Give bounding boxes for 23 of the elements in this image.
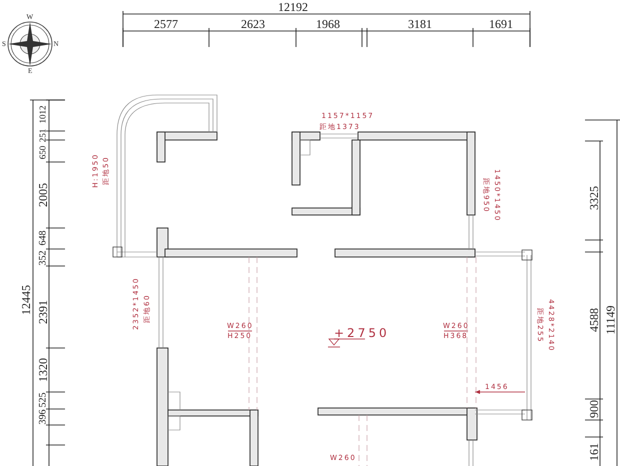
dimension-label: 525	[38, 392, 48, 408]
dimension-label: 1320	[37, 358, 49, 382]
dimension-label: 161	[588, 443, 600, 461]
dimension-label: 3325	[588, 186, 600, 210]
dimension-label: 2391	[37, 300, 49, 324]
dimension-label: 251	[38, 128, 48, 142]
elevation-label: +2750	[334, 327, 390, 339]
dimension-label: 4588	[588, 308, 600, 332]
dimension-label: 352	[38, 250, 48, 266]
dimension-label: 1691	[489, 18, 513, 30]
dimension-label: 900	[588, 400, 600, 418]
dimension-label: 2577	[154, 18, 178, 30]
dimension-label: 1968	[316, 18, 340, 30]
dimension-label: 12445	[20, 285, 32, 315]
dimension-label: 1012	[38, 105, 48, 123]
dimension-label: 11149	[604, 305, 616, 335]
dimension-label: 3181	[408, 18, 432, 30]
dimension-label: 12192	[278, 1, 308, 13]
dimension-label: 2623	[241, 18, 265, 30]
dimension-label: 650	[38, 145, 48, 159]
dimension-label: 2005	[37, 183, 49, 207]
dimension-label: 396	[38, 410, 48, 424]
dimension-label: 648	[38, 230, 48, 246]
